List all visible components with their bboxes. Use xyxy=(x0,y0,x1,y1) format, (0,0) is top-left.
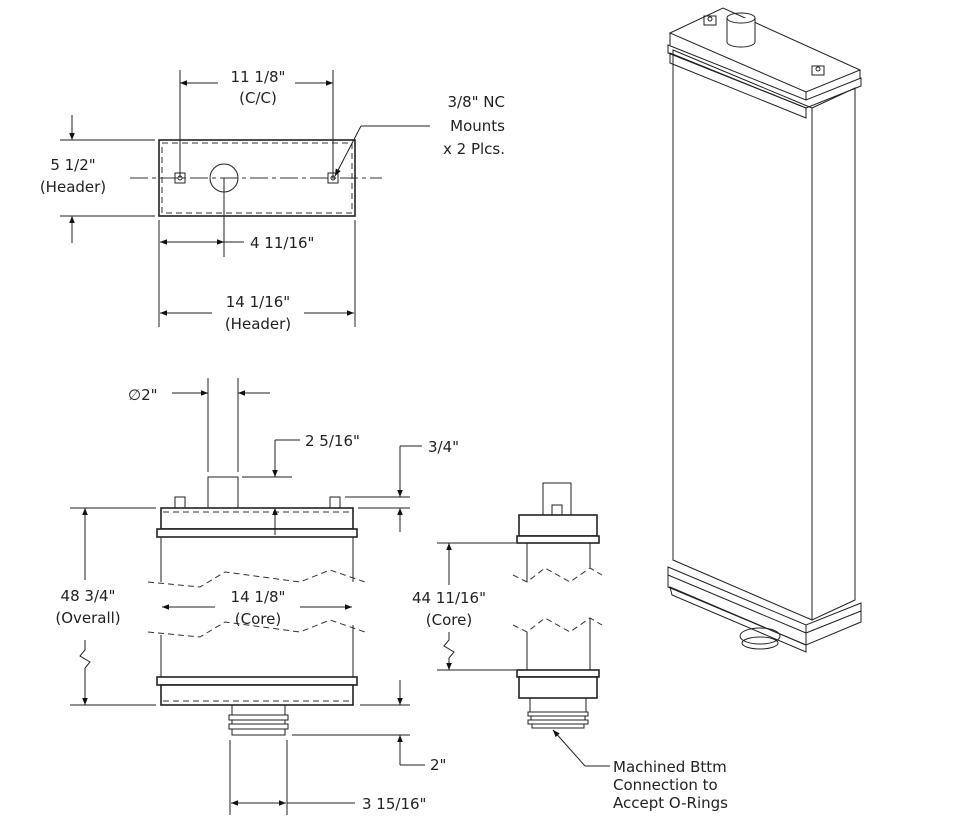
mount-right xyxy=(811,65,825,76)
filler-neck xyxy=(542,482,572,516)
dim-core-height-value: 44 11/16" xyxy=(412,589,486,607)
bottom-connection xyxy=(527,697,589,729)
front-view: ∅2" 2 5/16" 3/4" 48 3/4" (Overall) 14 1/… xyxy=(55,378,459,815)
dim-header-width-note: (Header) xyxy=(225,315,291,333)
dim-neck-diameter-value: ∅2" xyxy=(128,386,158,404)
top-header-band xyxy=(156,528,358,538)
top-view: 11 1/8" (C/C) 5 1/2" (Header) 4 11/16" 1… xyxy=(40,68,505,333)
break-line-top xyxy=(147,569,366,588)
connection-note-line-2: Connection to xyxy=(613,776,718,794)
top-header-band xyxy=(516,535,600,544)
mount-left xyxy=(703,15,717,26)
mount-note-line-1: 3/8" NC xyxy=(447,93,505,111)
dim-mount-height-value: 3/4" xyxy=(428,438,459,456)
dim-overall-height-value: 48 3/4" xyxy=(61,587,116,605)
bottom-header xyxy=(518,676,598,699)
bottom-header-band xyxy=(516,669,600,678)
dim-bottom-connection-width-value: 3 15/16" xyxy=(362,795,426,813)
top-header xyxy=(518,514,598,537)
dim-header-height-value: 5 1/2" xyxy=(50,156,95,174)
mount-right xyxy=(329,496,341,509)
dim-cc-value: 11 1/8" xyxy=(231,68,286,86)
connection-note-line-3: Accept O-Rings xyxy=(613,794,728,812)
mount-note-line-2: Mounts xyxy=(450,117,505,135)
top-header xyxy=(160,507,354,530)
connection-note-line-1: Machined Bttm xyxy=(613,758,727,776)
break-line-bottom xyxy=(147,619,366,638)
front-face xyxy=(672,49,813,621)
side-view: 44 11/16" (Core) Machined Bttm Connectio… xyxy=(412,482,728,812)
bottom-header-band xyxy=(156,676,358,686)
mount-left xyxy=(174,496,186,509)
dim-overall-height-note: (Overall) xyxy=(55,609,120,627)
dim-bottom-connection-height-value: 2" xyxy=(430,756,446,774)
dim-neck-height-value: 2 5/16" xyxy=(305,432,360,450)
dim-header-width-value: 14 1/16" xyxy=(226,293,290,311)
filler-neck xyxy=(726,12,756,48)
dim-core-width-value: 14 1/8" xyxy=(231,588,286,606)
top-face xyxy=(668,7,862,93)
mount-note-line-3: x 2 Plcs. xyxy=(443,140,505,158)
bottom-header xyxy=(160,684,354,706)
dim-core-width-note: (Core) xyxy=(235,610,281,628)
side-face xyxy=(811,87,856,621)
dim-header-height-note: (Header) xyxy=(40,178,106,196)
bottom-fitting xyxy=(739,627,781,645)
bottom-connection xyxy=(228,704,289,736)
isometric-view xyxy=(667,7,862,653)
dim-core-height-note: (Core) xyxy=(426,611,472,629)
dim-cc-note: (C/C) xyxy=(239,89,277,107)
filler-neck xyxy=(207,476,239,509)
dim-filler-offset-value: 4 11/16" xyxy=(250,234,314,252)
